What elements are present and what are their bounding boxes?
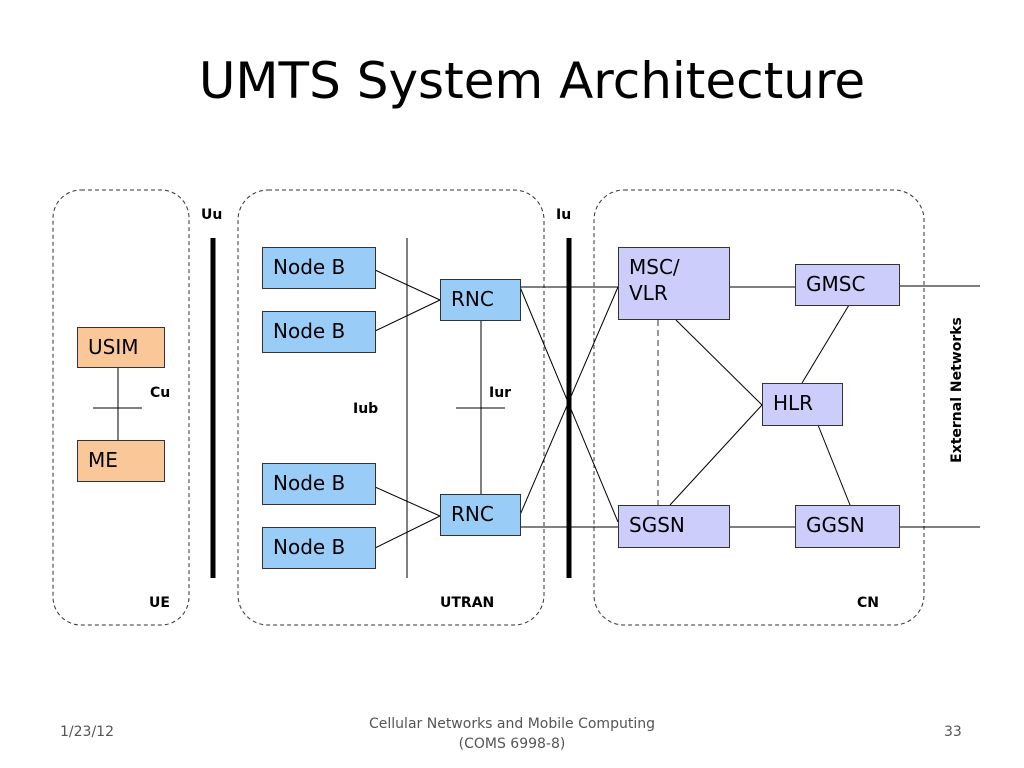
gmsc-node: GMSC	[795, 264, 900, 306]
msc-hlr-link	[675, 319, 763, 406]
msc-vlr-label-line1: MSC/	[629, 255, 680, 279]
nodeb2-rnc1-link	[374, 299, 441, 332]
ue-domain-label: UE	[149, 595, 170, 611]
node-b-2: Node B	[262, 311, 376, 353]
cu-label: Cu	[150, 385, 171, 401]
footer-course-line2: (COMS 6998-8)	[458, 736, 566, 752]
node-b-1: Node B	[262, 247, 376, 289]
rnc1-sgsn-link	[519, 286, 619, 523]
node-b-3: Node B	[262, 463, 376, 505]
footer-course-line1: Cellular Networks and Mobile Computing	[369, 716, 655, 732]
utran-region	[237, 189, 545, 626]
nodeb1-rnc1-link	[374, 269, 441, 301]
hlr-node: HLR	[762, 383, 843, 426]
nodeb4-rnc2-link	[374, 515, 441, 549]
ggsn-node: GGSN	[795, 505, 900, 548]
footer-date: 1/23/12	[60, 724, 114, 740]
cn-region	[593, 189, 925, 626]
utran-domain-label: UTRAN	[440, 595, 495, 611]
uu-label: Uu	[201, 207, 223, 223]
sgsn-node: SGSN	[618, 505, 730, 548]
iu-label: Iu	[556, 207, 572, 223]
rnc-2: RNC	[440, 494, 521, 536]
gmsc-hlr-link	[801, 304, 850, 384]
iub-label: Iub	[353, 401, 379, 417]
usim-node: USIM	[77, 327, 165, 368]
nodeb3-rnc2-link	[374, 486, 441, 517]
iur-label: Iur	[489, 385, 512, 401]
footer-course: Cellular Networks and Mobile Computing (…	[312, 714, 712, 754]
msc-vlr-node: MSC/ VLR	[618, 247, 730, 320]
node-b-4: Node B	[262, 527, 376, 569]
me-node: ME	[77, 440, 165, 482]
sgsn-hlr-link	[669, 404, 763, 506]
rnc-1: RNC	[440, 279, 521, 321]
rnc2-msc-link	[519, 286, 619, 516]
external-networks-label: External Networks	[949, 317, 965, 463]
msc-vlr-label-line2: VLR	[629, 281, 668, 305]
cn-domain-label: CN	[857, 595, 879, 611]
footer-page-number: 33	[944, 724, 962, 740]
hlr-ggsn-link	[817, 424, 851, 506]
slide-title: UMTS System Architecture	[198, 52, 866, 110]
